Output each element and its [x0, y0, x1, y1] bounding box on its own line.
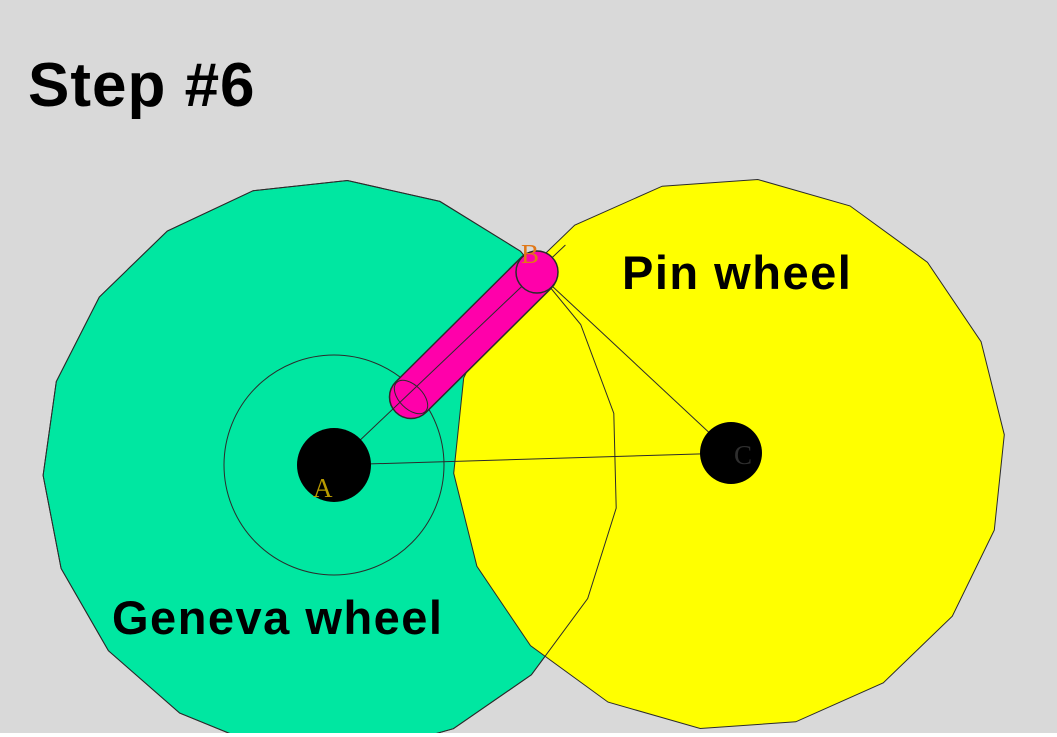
hub-c — [700, 422, 762, 484]
pin-b — [515, 250, 559, 294]
geneva-wheel-label: Geneva wheel — [112, 591, 444, 644]
label-point-a: A — [313, 473, 333, 503]
label-point-c: C — [734, 440, 752, 470]
link-b-c — [536, 271, 732, 454]
geneva-inner-circle — [223, 354, 445, 576]
pin-wheel-label: Pin wheel — [622, 246, 852, 299]
hub-a — [297, 428, 371, 502]
step-title: Step #6 — [28, 51, 256, 120]
canvas-bottom-edge — [0, 733, 1057, 737]
crank-arm-cap — [393, 379, 429, 415]
geneva-wheel-rim — [42, 179, 617, 737]
link-a-c — [333, 452, 732, 466]
label-point-b: B — [521, 239, 539, 269]
